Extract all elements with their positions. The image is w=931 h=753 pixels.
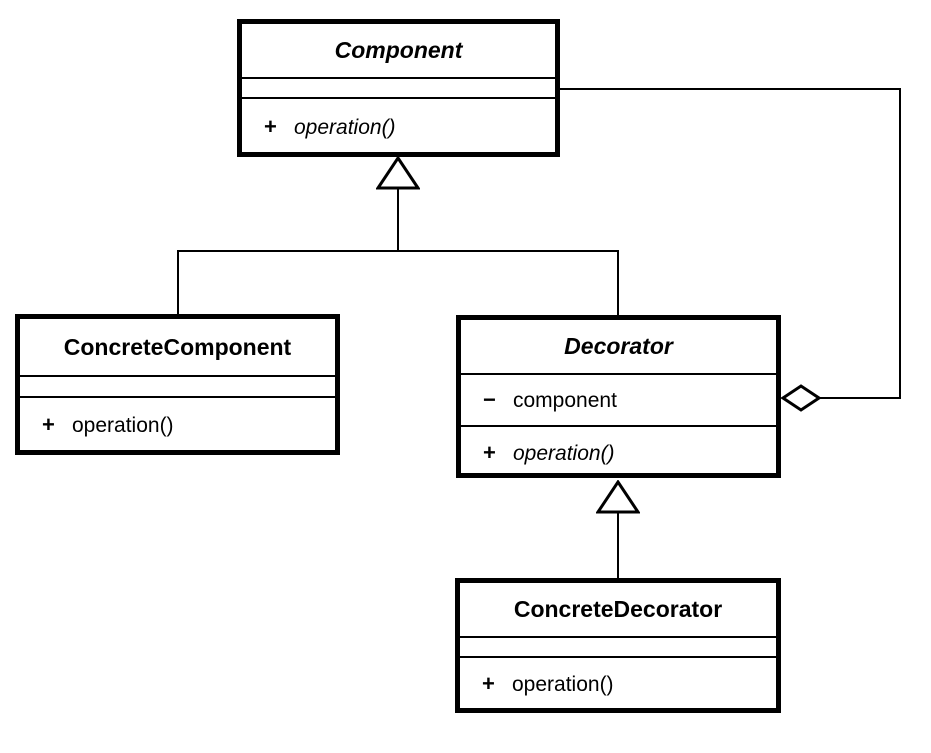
operations-compartment-concretecomponent: + operation() (20, 398, 335, 452)
attributes-compartment-decorator: − component (461, 375, 776, 425)
aggregation-segment-lower (818, 397, 901, 399)
operation-row: + operation() (483, 439, 615, 465)
attribute-row: − component (483, 387, 617, 412)
operations-compartment-component: + operation() (242, 99, 555, 154)
attributes-compartment-concretecomponent (20, 377, 335, 396)
visibility-marker: + (42, 412, 55, 437)
generalization-stem-component (397, 186, 399, 252)
operations-compartment-decorator: + operation() (461, 427, 776, 478)
class-name-concretecomponent: ConcreteComponent (63, 333, 292, 360)
class-divider-decorator-operations (461, 425, 776, 427)
operation-label: operation() (294, 115, 396, 139)
class-name-concretedecorator: ConcreteDecorator (513, 596, 723, 622)
operation-row: + operation() (42, 412, 174, 437)
visibility-marker: + (483, 439, 496, 465)
operation-row: + operation() (264, 113, 396, 139)
class-divider-concretecomponent-attributes (20, 375, 335, 377)
class-box-decorator[interactable]: Decorator − component + operation() (456, 315, 781, 478)
operation-label: operation() (72, 414, 174, 437)
visibility-marker: + (482, 670, 495, 696)
attributes-compartment-concretedecorator (460, 638, 776, 656)
generalization-arrowhead-to-component (376, 156, 420, 190)
class-divider-concretedecorator-operations (460, 656, 776, 658)
visibility-marker: − (483, 387, 496, 412)
attribute-label: component (513, 389, 617, 412)
class-box-concretedecorator[interactable]: ConcreteDecorator + operation() (455, 578, 781, 713)
aggregation-diamond-decorator-component (781, 383, 821, 413)
aggregation-segment-upper (557, 88, 901, 90)
class-name-decorator: Decorator (564, 333, 673, 359)
class-divider-concretecomponent-operations (20, 396, 335, 398)
attributes-compartment-component (242, 79, 555, 97)
class-name-component: Component (334, 37, 463, 63)
operations-compartment-concretedecorator: + operation() (460, 658, 776, 709)
class-divider-concretedecorator-attributes (460, 636, 776, 638)
generalization-bus-component (177, 250, 619, 252)
operation-label: operation() (512, 672, 614, 696)
class-divider-component-operations (242, 97, 555, 99)
class-divider-component-attributes (242, 77, 555, 79)
class-box-concretecomponent[interactable]: ConcreteComponent + operation() (15, 314, 340, 455)
generalization-stem-concretedecorator (617, 510, 619, 580)
aggregation-segment-riser (899, 88, 901, 399)
generalization-branch-concretecomponent (177, 250, 179, 316)
generalization-branch-decorator (617, 250, 619, 316)
generalization-arrowhead-to-decorator (596, 480, 640, 514)
visibility-marker: + (264, 113, 277, 139)
operation-label: operation() (513, 441, 615, 465)
operation-row: + operation() (482, 670, 614, 696)
class-divider-decorator-attributes (461, 373, 776, 375)
class-box-component[interactable]: Component + operation() (237, 19, 560, 157)
